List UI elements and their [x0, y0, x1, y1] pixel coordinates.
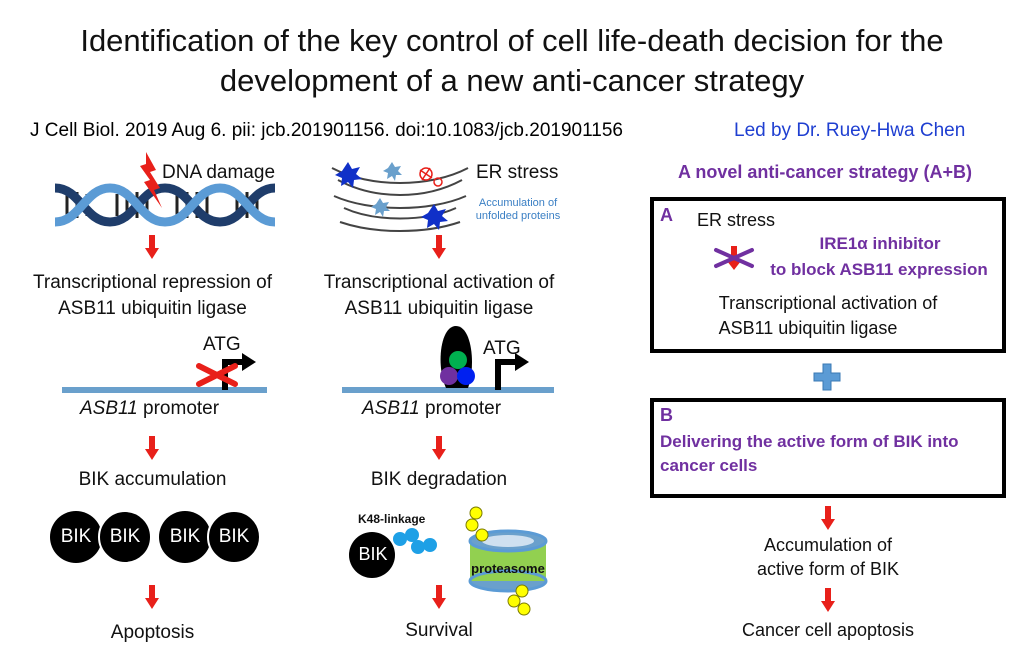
red-cross-icon — [196, 363, 238, 387]
er-stress-label: ER stress — [476, 162, 559, 183]
box-a-activation-line-2: ASB11 ubiquitin ligase — [718, 318, 898, 338]
bik-accumulation-label: BIK accumulation — [78, 469, 227, 490]
promoter-bar — [342, 387, 554, 393]
bik-label: BIK — [358, 544, 388, 564]
transcription-complex-icon — [440, 326, 475, 388]
red-arrow-down — [432, 436, 446, 460]
red-arrow-down — [145, 235, 159, 259]
activation-line-1: Transcriptional activation of — [323, 272, 555, 293]
page-title-line-2: development of a new anti-cancer strateg… — [219, 63, 805, 98]
apoptosis-label: Apoptosis — [110, 622, 195, 643]
red-arrow-down — [432, 585, 446, 609]
dna-helix-icon — [54, 183, 276, 227]
lightning-bolt-icon — [140, 152, 162, 208]
cancer-cell-apoptosis-label: Cancer cell apoptosis — [741, 620, 915, 640]
red-arrow-down — [821, 588, 835, 612]
strategy-box-b — [650, 398, 1006, 498]
activation-line-2: ASB11 ubiquitin ligase — [344, 298, 534, 319]
unfolded-proteins-label: Accumulation of unfolded proteins — [475, 197, 561, 222]
k48-linkage-label: K48-linkage — [358, 512, 426, 526]
bik-label: BIK — [60, 526, 92, 547]
bik-degradation-label: BIK degradation — [370, 469, 508, 490]
box-b-line-1: Delivering the active form of BIK into — [660, 432, 959, 451]
er-membrane-icon — [331, 162, 469, 232]
leader-credit: Led by Dr. Ruey-Hwa Chen — [734, 120, 966, 141]
strategy-heading: A novel anti-cancer strategy (A+B) — [678, 162, 972, 182]
strategy-box-a — [650, 197, 1006, 353]
red-arrow-down — [145, 585, 159, 609]
promoter-label-left: ASB11 promoter — [80, 398, 220, 419]
repression-line-2: ASB11 ubiquitin ligase — [58, 298, 247, 319]
citation: J Cell Biol. 2019 Aug 6. pii: jcb.201901… — [30, 120, 623, 141]
box-b-letter: B — [660, 405, 673, 425]
bik-label: BIK — [218, 526, 250, 547]
red-arrow-down — [145, 436, 159, 460]
bik-molecules — [50, 510, 261, 564]
red-arrow-down — [432, 235, 446, 259]
box-a-er-stress: ER stress — [697, 210, 776, 230]
box-b-line-2: cancer cells — [660, 456, 758, 475]
survival-label: Survival — [405, 620, 473, 641]
repression-line-1: Transcriptional repression of — [32, 272, 272, 293]
promoter-bar — [62, 387, 267, 393]
plus-icon — [813, 363, 841, 391]
bik-result-line-1: Accumulation of — [763, 535, 893, 555]
atg-label-left: ATG — [203, 334, 241, 355]
proteasome-icon — [465, 506, 548, 616]
box-a-activation-line-1: Transcriptional activation of — [718, 293, 938, 313]
page-title-line-1: Identification of the key control of cel… — [80, 23, 944, 58]
box-a-letter: A — [660, 205, 673, 225]
promoter-label-middle: ASB11 promoter — [362, 398, 502, 419]
ire1a-inhibitor-line-1: IRE1α inhibitor — [819, 234, 941, 253]
dna-damage-label: DNA damage — [162, 162, 276, 183]
atg-label-middle: ATG — [483, 338, 521, 359]
bik-label: BIK — [169, 526, 201, 547]
tss-arrow-icon — [495, 353, 529, 390]
inhibited-arrow-icon — [714, 246, 754, 270]
bik-result-line-2: active form of BIK — [756, 559, 900, 579]
ire1a-inhibitor-line-2: to block ASB11 expression — [770, 260, 988, 279]
ubiquitinated-bik-icon — [349, 528, 437, 578]
bik-label: BIK — [109, 526, 141, 547]
proteasome-label: proteasome — [471, 561, 545, 576]
red-arrow-down — [821, 506, 835, 530]
